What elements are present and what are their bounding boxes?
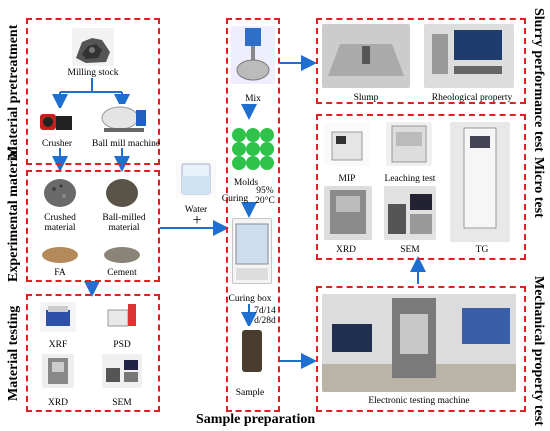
panel-mechanical-property: [316, 286, 526, 412]
mix-image: [231, 26, 275, 84]
panel-title-sample-preparation: Sample preparation: [196, 412, 316, 427]
slump-image: [322, 24, 410, 88]
cement-label: Cement: [107, 268, 137, 278]
molds-label: Molds: [233, 178, 259, 188]
leaching-label: Leaching test: [384, 174, 436, 184]
panel-title-experimental-material: Experimental material: [6, 146, 21, 282]
cement-image: [102, 238, 142, 264]
curing-box-image: [232, 218, 272, 284]
testing-machine-image: [322, 294, 516, 392]
ball-milled-material-label: Ball-milled material: [102, 213, 146, 233]
panel-material-testing: [26, 294, 160, 412]
curing-box-label: Curing box: [228, 294, 272, 304]
curing-ages-label: 7d/14 d/28d: [254, 306, 276, 326]
molds-image: [230, 126, 276, 170]
crusher-label: Crusher: [41, 139, 73, 149]
sem-micro-image: [384, 186, 436, 240]
xrf-image: [40, 302, 76, 332]
tg-label: TG: [475, 245, 489, 255]
panel-title-material-pretreatment: Material pretreatment: [6, 24, 21, 159]
sem-material-image: [102, 354, 142, 388]
crushed-material-label: Crushed material: [44, 213, 76, 233]
tg-image: [450, 122, 510, 242]
rheometer-image: [424, 24, 514, 88]
psd-label: PSD: [113, 340, 131, 350]
xrd-micro-image: [324, 186, 372, 240]
fa-image: [40, 238, 80, 264]
milling-stock-image: [72, 28, 114, 66]
leaching-image: [386, 122, 432, 166]
water-image: [176, 160, 216, 198]
xrf-label: XRF: [48, 340, 68, 350]
panel-title-slurry-performance: Slurry performance test: [531, 8, 546, 152]
panel-material-pretreatment: [26, 18, 160, 165]
water-label: Water: [184, 205, 208, 215]
crusher-image: [38, 108, 78, 136]
fa-label: FA: [54, 268, 66, 278]
mix-label: Mix: [245, 94, 261, 104]
xrd-material-image: [42, 354, 74, 388]
curing-condition-label: 95% 20°C: [255, 186, 275, 206]
mip-image: [324, 122, 370, 166]
panel-micro-test: [316, 114, 526, 260]
sem-material-label: SEM: [112, 398, 132, 408]
sem-micro-label: SEM: [400, 245, 420, 255]
mip-label: MIP: [338, 174, 356, 184]
curing-label: Curing: [221, 194, 249, 204]
ball-milled-material-image: [104, 176, 140, 210]
rheometer-label: Rheological property: [431, 93, 513, 103]
milling-stock-label: Milling stock: [67, 68, 119, 78]
panel-title-material-testing: Material testing: [6, 305, 21, 401]
panel-title-mechanical-property: Mechanical property test: [531, 276, 546, 426]
panel-sample-preparation: [226, 18, 280, 412]
sample-image: [232, 326, 272, 376]
panel-slurry-performance: [316, 18, 526, 104]
xrd-micro-label: XRD: [335, 245, 357, 255]
testing-machine-label: Electronic testing machine: [368, 396, 470, 406]
psd-image: [104, 300, 140, 330]
plus-sign: +: [192, 212, 202, 229]
slump-label: Slump: [353, 93, 379, 103]
ball-mill-image: [98, 104, 150, 136]
xrd-material-label: XRD: [47, 398, 69, 408]
panel-experimental-material: [26, 170, 160, 282]
crushed-material-image: [42, 176, 78, 210]
sample-label: Sample: [235, 388, 265, 398]
panel-title-micro-test: Micro test: [531, 156, 546, 218]
ball-mill-label: Ball mill machine: [92, 139, 161, 149]
